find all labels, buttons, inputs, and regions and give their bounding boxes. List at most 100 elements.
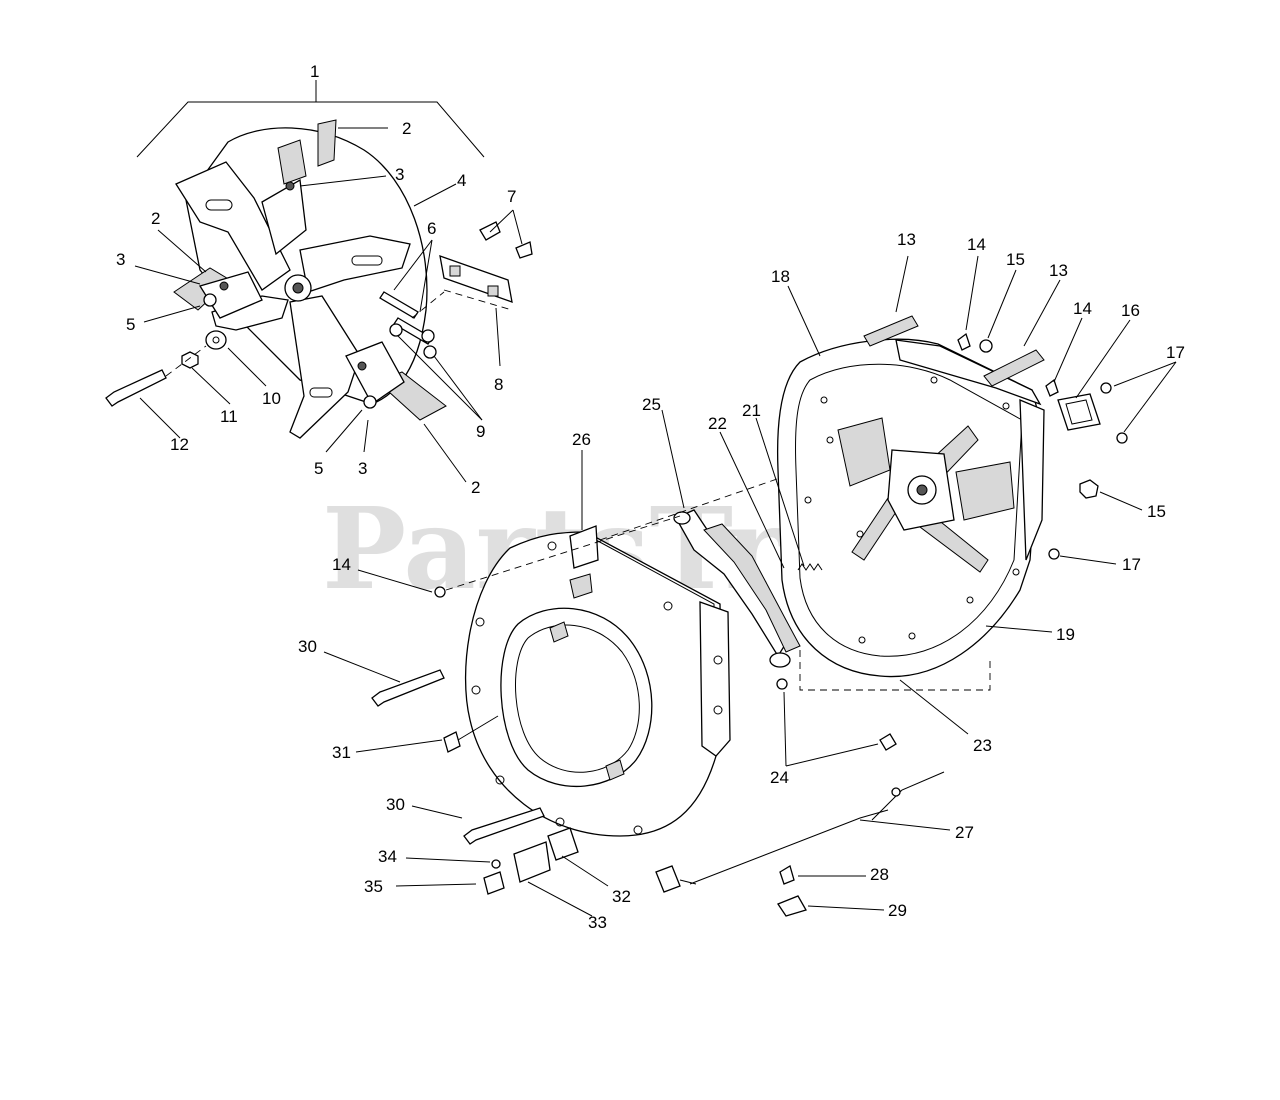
flange-hole	[633, 825, 643, 835]
thumb-screw-31	[443, 731, 461, 753]
rubber-strip-13a	[863, 315, 919, 347]
callout-label: 17	[1166, 343, 1185, 362]
bolt-14a	[957, 332, 971, 351]
impeller-assembly	[105, 80, 533, 439]
nut-14-left	[434, 586, 446, 598]
inlet-ring-inner	[515, 624, 640, 773]
callout-label: 13	[1049, 261, 1068, 280]
callout-label: 6	[427, 219, 436, 238]
bolt-3-bottom	[357, 361, 367, 371]
callout-label: 29	[888, 901, 907, 920]
housing-back-flange	[795, 363, 1023, 657]
callout-label: 14	[967, 235, 986, 254]
gasket-16-inner	[1065, 399, 1093, 425]
rubber-blade-top	[277, 139, 307, 185]
flange-hole	[713, 655, 723, 665]
flange-hole	[495, 775, 505, 785]
paddle-slot	[205, 199, 233, 211]
scraper-clip	[449, 265, 461, 277]
nut-9c	[423, 345, 437, 359]
scraper-bar-8	[439, 255, 513, 303]
rim-hole	[804, 496, 812, 504]
impeller-paddle-left	[211, 295, 289, 331]
washer-10	[205, 330, 227, 350]
rubber-blade-top-2	[317, 119, 337, 167]
washer-10-hole	[212, 336, 220, 344]
housing-hub-bore	[916, 484, 928, 496]
callout-label: 15	[1147, 502, 1166, 521]
switch-32	[547, 827, 579, 861]
leader-lines	[134, 127, 1177, 917]
cable-27-upper	[871, 771, 945, 821]
flange-hole	[547, 541, 557, 551]
thumb-screw-shaft	[457, 715, 499, 741]
callout-label: 12	[170, 435, 189, 454]
callout-label: 8	[494, 375, 503, 394]
rubber-strip-13b	[983, 349, 1045, 387]
flange-hole	[713, 705, 723, 715]
callout-label: 5	[314, 459, 323, 478]
callout-label: 16	[1121, 301, 1140, 320]
align-dash-2	[599, 477, 781, 541]
clip-33	[513, 841, 551, 883]
seal-end-bottom	[769, 652, 791, 668]
flange-hole	[555, 817, 565, 827]
bolt-3-top	[285, 181, 295, 191]
clip-35	[483, 871, 505, 895]
nut-9a	[389, 323, 403, 337]
chute-seal-assembly	[673, 509, 897, 751]
callout-label: 28	[870, 865, 889, 884]
callout-label: 18	[771, 267, 790, 286]
blower-housing-back	[777, 315, 1128, 691]
callout-label: 30	[298, 637, 317, 656]
callout-label: 13	[897, 230, 916, 249]
gasket-16	[1057, 393, 1101, 431]
impeller-paddle-upper	[175, 161, 291, 291]
bolt-12	[105, 369, 167, 407]
callout-label: 31	[332, 743, 351, 762]
rim-hole	[1002, 402, 1010, 410]
spring-21	[797, 563, 823, 571]
callout-label: 2	[151, 209, 160, 228]
bolt-30-lower	[463, 807, 545, 845]
callout-label: 22	[708, 414, 727, 433]
housing-front-side	[699, 601, 731, 757]
flange-hole	[471, 685, 481, 695]
callout-label: 2	[471, 478, 480, 497]
callout-label: 3	[358, 459, 367, 478]
nut-9b	[421, 329, 435, 343]
flange-hole	[475, 617, 485, 627]
callout-label: 17	[1122, 555, 1141, 574]
seal-strip-22	[703, 523, 801, 653]
nut-15a	[979, 339, 993, 353]
bolt-14b	[1045, 378, 1059, 397]
bolt-axis-dash	[165, 345, 207, 377]
assembly-bracket	[136, 101, 485, 158]
callout-label: 3	[395, 165, 404, 184]
impeller-hub-bore	[292, 282, 304, 294]
align-dash-1	[445, 515, 681, 591]
housing-dash-outline	[799, 650, 991, 691]
callout-label: 2	[402, 119, 411, 138]
bolt-30-upper	[371, 669, 445, 707]
cable-connector	[655, 865, 681, 893]
callout-label: 7	[507, 187, 516, 206]
callout-label: 3	[116, 250, 125, 269]
rim-hole	[820, 396, 828, 404]
callout-label: 15	[1006, 250, 1025, 269]
callout-label: 4	[457, 171, 466, 190]
rim-hole	[1012, 568, 1020, 576]
impeller-paddle-lower	[289, 295, 361, 439]
housing-window-right	[955, 461, 1015, 521]
callout-label: 21	[742, 401, 761, 420]
rim-hole	[966, 596, 974, 604]
callout-label: 30	[386, 795, 405, 814]
nut-11	[181, 351, 199, 369]
cable-lead	[679, 879, 697, 885]
blower-housing-front	[371, 477, 781, 895]
bolt-7a	[479, 221, 501, 241]
callout-label: 19	[1056, 625, 1075, 644]
rim-hole	[856, 530, 864, 538]
callout-label: 23	[973, 736, 992, 755]
callout-label: 35	[364, 877, 383, 896]
